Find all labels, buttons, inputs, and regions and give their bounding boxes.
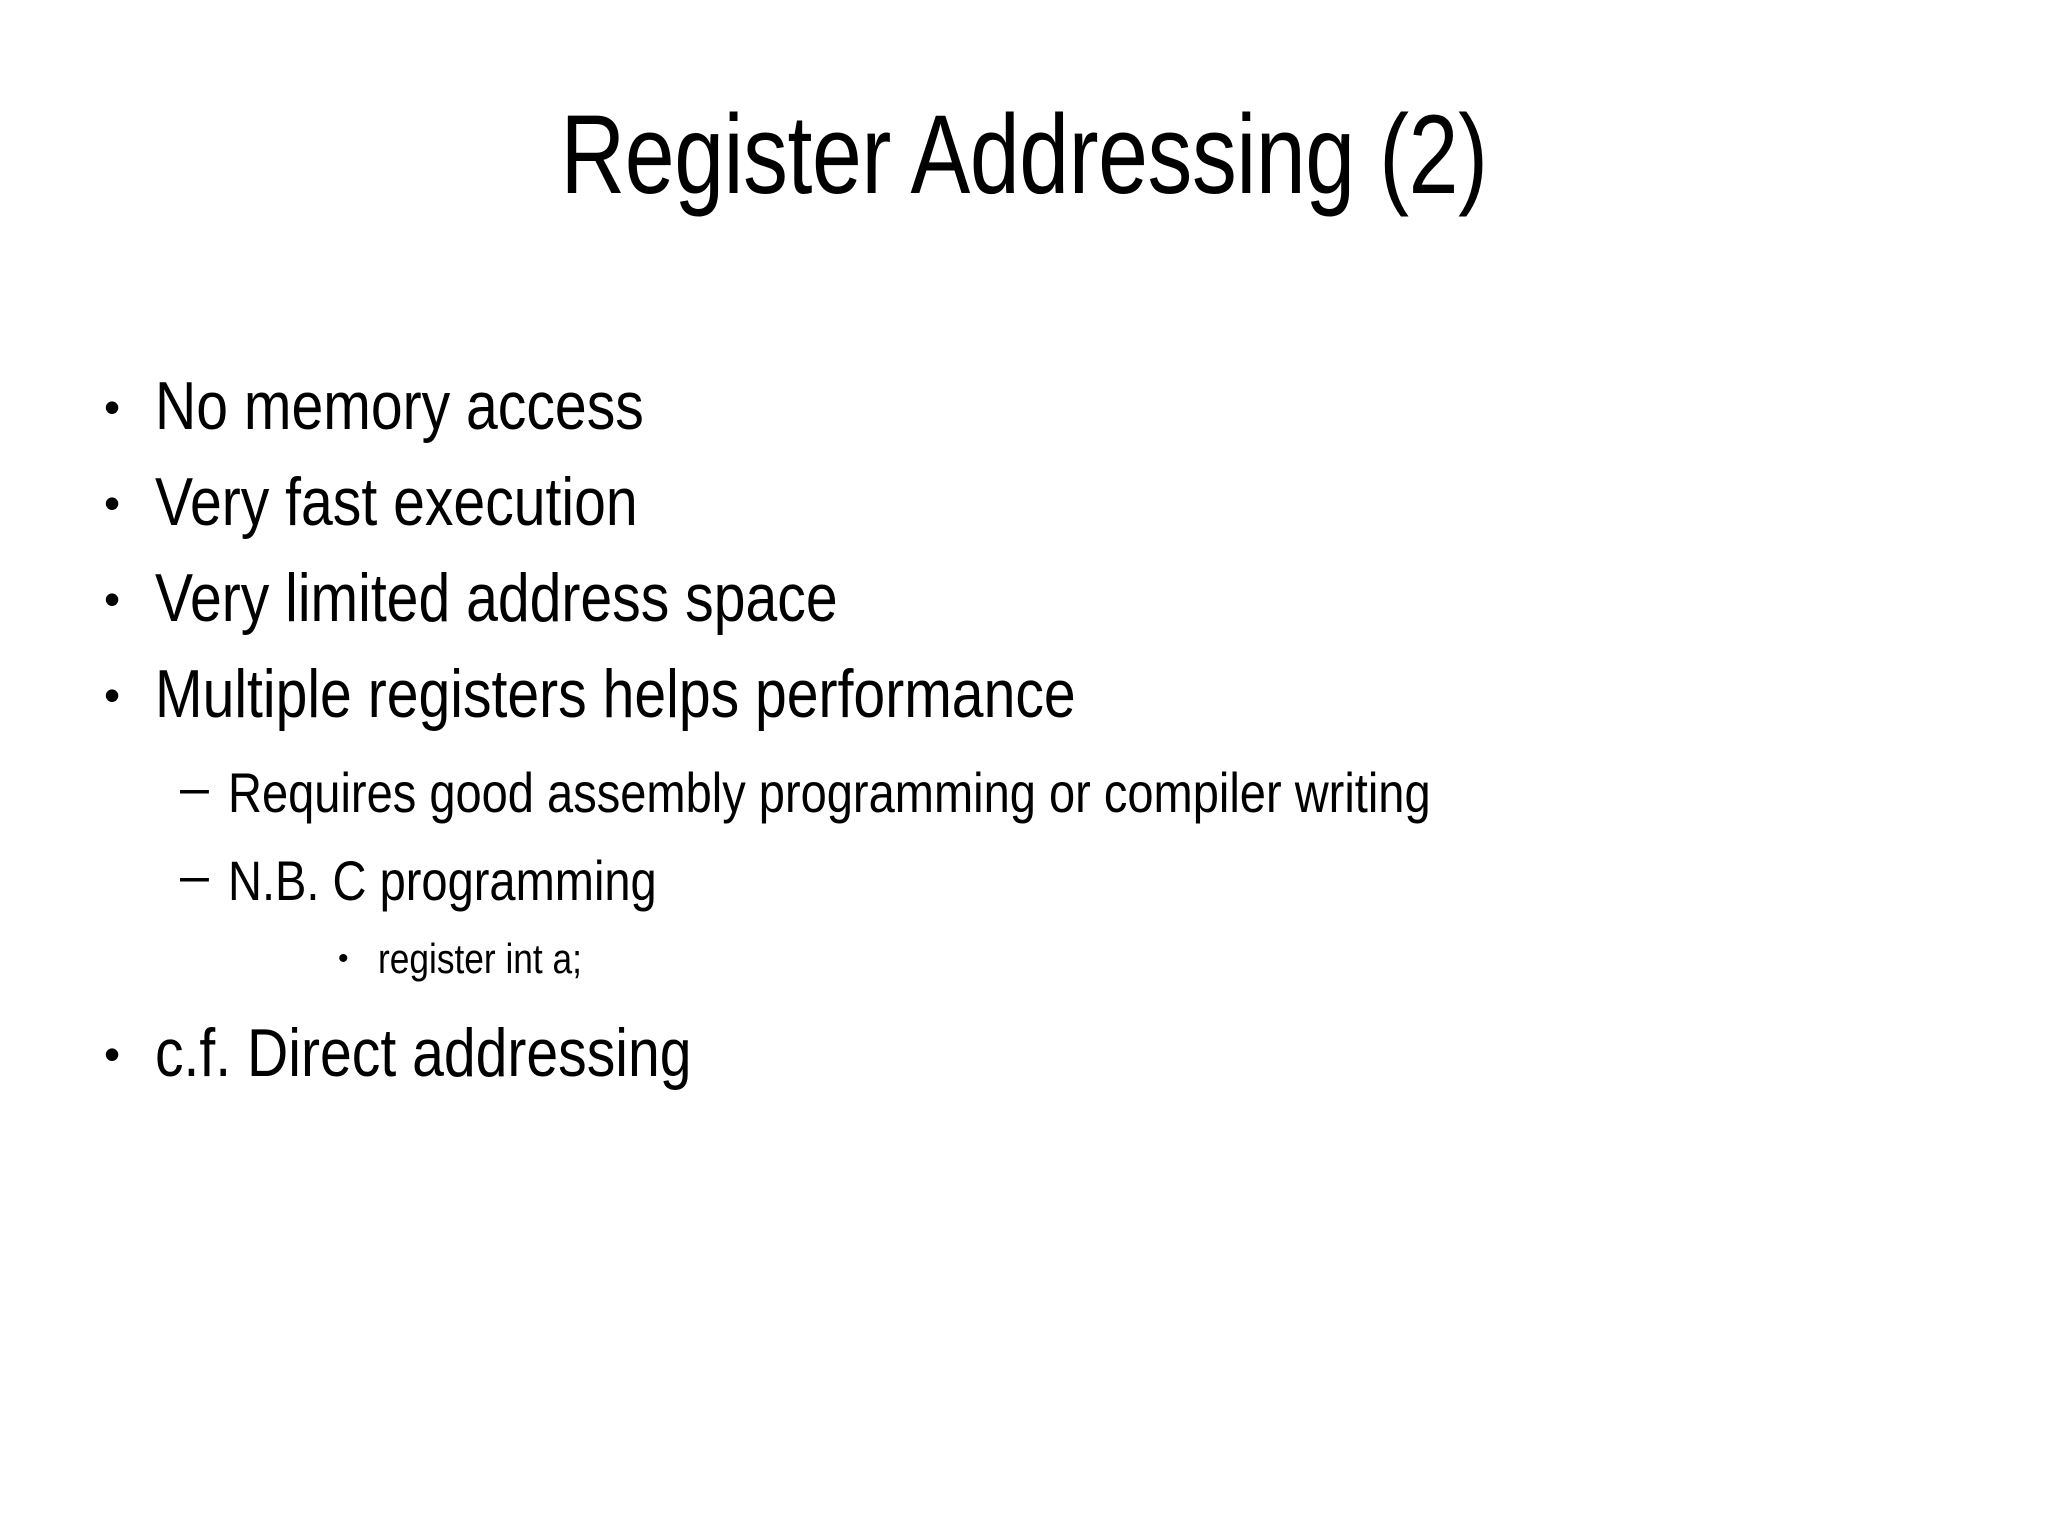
bullet-item-level1: • Very fast execution bbox=[0, 466, 2048, 538]
bullet-item-level2: – N.B. C programming bbox=[0, 848, 2048, 914]
dash-icon: – bbox=[180, 847, 209, 906]
bullet-dot-icon: • bbox=[338, 942, 349, 976]
bullet-text: N.B. C programming bbox=[228, 849, 657, 913]
bullet-text: Very fast execution bbox=[155, 464, 638, 541]
bullet-dot-icon: • bbox=[104, 573, 121, 626]
bullet-text: register int a; bbox=[378, 935, 582, 983]
slide-body-content: • No memory access • Very fast execution… bbox=[0, 370, 2048, 1113]
bullet-item-level1: • Multiple registers helps performance bbox=[0, 658, 2048, 730]
bullet-item-level1: • No memory access bbox=[0, 370, 2048, 442]
bullet-dot-icon: • bbox=[104, 381, 121, 433]
dash-icon: – bbox=[180, 759, 209, 818]
bullet-item-level3: • register int a; bbox=[0, 936, 2048, 982]
slide-title: Register Addressing (2) bbox=[560, 92, 1488, 217]
bullet-text: Requires good assembly programming or co… bbox=[228, 761, 1431, 825]
bullet-text: Very limited address space bbox=[155, 560, 838, 637]
bullet-text: No memory access bbox=[155, 368, 644, 444]
bullet-dot-icon: • bbox=[104, 477, 121, 530]
bullet-text: c.f. Direct addressing bbox=[155, 1014, 692, 1091]
bullet-text: Multiple registers helps performance bbox=[155, 656, 1076, 733]
bullet-item-level2: – Requires good assembly programming or … bbox=[0, 760, 2048, 826]
bullet-item-level1: • Very limited address space bbox=[0, 562, 2048, 634]
bullet-item-level1: • c.f. Direct addressing bbox=[0, 1017, 2048, 1089]
bullet-dot-icon: • bbox=[104, 1027, 121, 1080]
bullet-dot-icon: • bbox=[104, 669, 121, 722]
